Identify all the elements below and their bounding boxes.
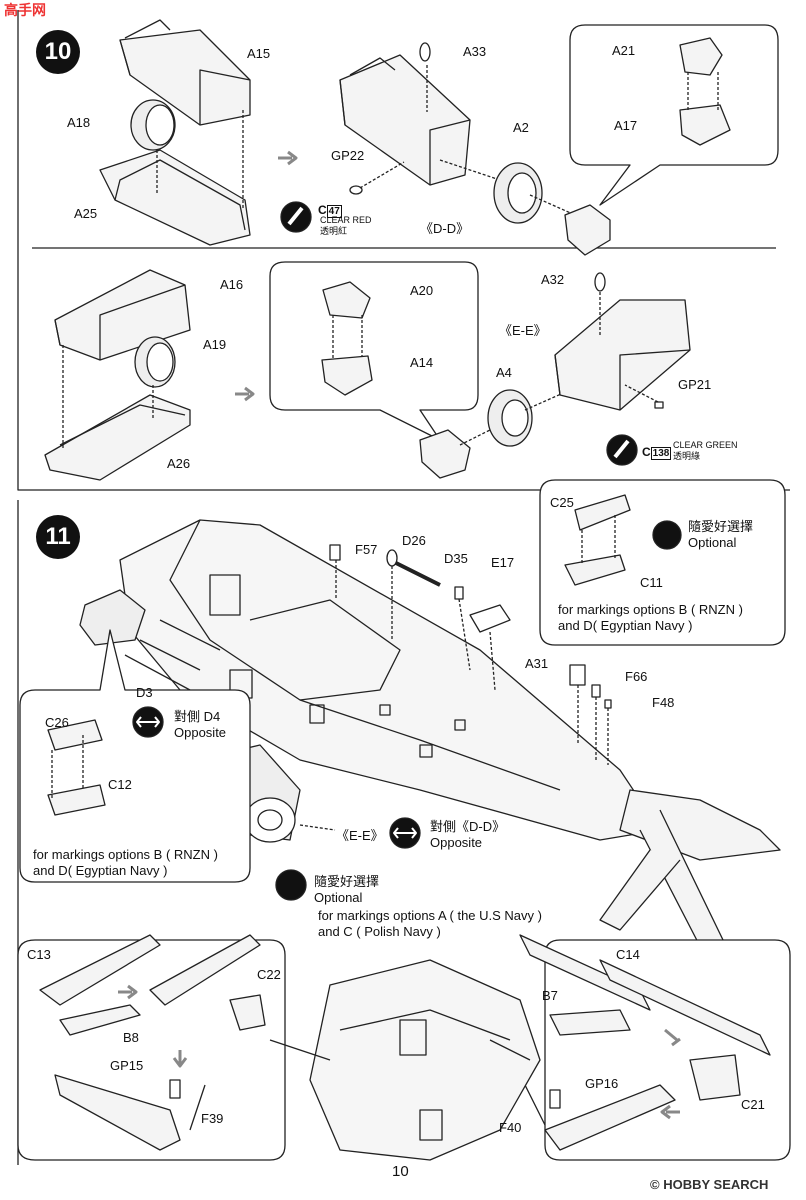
step-10-badge: 10 (36, 30, 80, 74)
site-watermark: 高手网 (4, 2, 46, 18)
frame-top (17, 10, 790, 491)
label-A16: A16 (220, 277, 244, 292)
label-GP21: GP21 (678, 377, 712, 392)
label-D26: D26 (402, 533, 426, 548)
label-B7: B7 (542, 988, 558, 1003)
label-section-DD: 《D-D》 (420, 221, 470, 236)
label-F57: F57 (355, 542, 378, 557)
label-C12: C12 (108, 777, 132, 792)
label-A21: A21 (612, 43, 636, 58)
label-A2: A2 (513, 120, 529, 135)
bubble-right-note-1: for markings options B ( RNZN ) (558, 602, 743, 617)
optional-right-zh: 隨愛好選擇 (688, 519, 754, 534)
color-green-label: CLEAR GREEN 透明綠 (673, 440, 738, 462)
opposite-dd-en: Opposite (430, 835, 483, 850)
label-F48: F48 (652, 695, 675, 710)
label-A15: A15 (247, 46, 271, 61)
label-A20: A20 (410, 283, 434, 298)
color-red-label: CLEAR RED 透明紅 (320, 215, 372, 237)
color-red-en: CLEAR RED (320, 215, 372, 225)
label-A17: A17 (614, 118, 638, 133)
label-D3: D3 (136, 685, 153, 700)
label-A33: A33 (463, 44, 487, 59)
label-C25: C25 (550, 495, 574, 510)
label-A31: A31 (525, 656, 549, 671)
label-GP22: GP22 (331, 148, 365, 163)
optional-right: 隨愛好選擇 Optional (688, 519, 753, 551)
label-GP16: GP16 (585, 1076, 619, 1091)
optional-right-en: Optional (688, 535, 737, 550)
label-C26: C26 (45, 715, 69, 730)
color-green-en: CLEAR GREEN (673, 440, 738, 450)
optional-center-en: Optional (314, 890, 363, 905)
step-11-badge: 11 (36, 515, 80, 559)
us-navy-note-2: and C ( Polish Navy ) (318, 924, 441, 939)
bubble-left-note: for markings options B ( RNZN ) and D( E… (33, 847, 218, 879)
us-navy-note-1: for markings options A ( the U.S Navy ) (318, 908, 542, 923)
label-A25: A25 (74, 206, 98, 221)
label-C14: C14 (616, 947, 640, 962)
bubble-left-note-1: for markings options B ( RNZN ) (33, 847, 218, 862)
label-A14: A14 (410, 355, 434, 370)
label-F66: F66 (625, 669, 648, 684)
label-C21: C21 (741, 1097, 765, 1112)
opposite-d4-zh: 對側 D4 (174, 709, 221, 724)
bubble-right-note: for markings options B ( RNZN ) and D( E… (558, 602, 743, 634)
label-section-EE-11: 《E-E》 (336, 828, 384, 843)
label-C22: C22 (257, 967, 281, 982)
label-A32: A32 (541, 272, 565, 287)
optional-center: 隨愛好選擇 Optional (314, 874, 379, 906)
label-F39: F39 (201, 1111, 224, 1126)
optional-center-zh: 隨愛好選擇 (314, 874, 380, 889)
label-C13: C13 (27, 947, 51, 962)
footer-brand-name: HOBBY SEARCH (663, 1177, 769, 1192)
footer-copyright: © (650, 1177, 660, 1192)
bubble-left-note-2: and D( Egyptian Navy ) (33, 863, 168, 878)
label-E17: E17 (491, 555, 515, 570)
label-D35: D35 (444, 551, 468, 566)
color-red-zh: 透明紅 (320, 226, 348, 236)
color-green-zh: 透明綠 (673, 451, 701, 461)
label-A19: A19 (203, 337, 227, 352)
label-A26: A26 (167, 456, 191, 471)
bubble-right-note-2: and D( Egyptian Navy ) (558, 618, 693, 633)
label-B8: B8 (123, 1030, 139, 1045)
label-section-EE: 《E-E》 (499, 323, 547, 338)
label-A4: A4 (496, 365, 512, 380)
footer-brand: © HOBBY SEARCH (650, 1177, 768, 1192)
opposite-dd: 對側《D-D》 Opposite (430, 819, 505, 851)
label-F40: F40 (499, 1120, 522, 1135)
label-C11: C11 (640, 575, 663, 590)
page-number: 10 (392, 1163, 409, 1180)
opposite-d4-en: Opposite (174, 725, 227, 740)
opposite-dd-zh: 對側《D-D》 (430, 819, 506, 834)
us-navy-note: for markings options A ( the U.S Navy ) … (318, 908, 542, 940)
label-A18: A18 (67, 115, 91, 130)
label-GP15: GP15 (110, 1058, 144, 1073)
opposite-d4: 對側 D4 Opposite (174, 709, 226, 741)
